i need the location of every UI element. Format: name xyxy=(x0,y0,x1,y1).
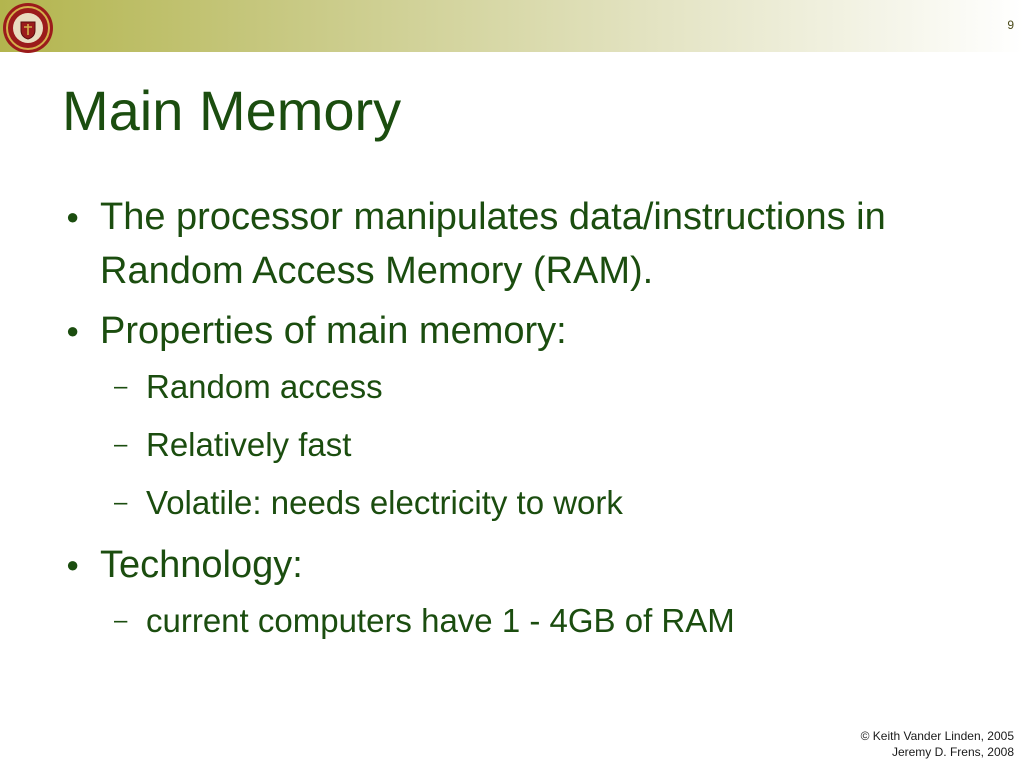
dash-icon: – xyxy=(114,607,128,634)
slide-title: Main Memory xyxy=(62,79,402,142)
sub-bullet-item: – Relatively fast xyxy=(60,422,960,467)
bullet-dot-icon: ● xyxy=(66,552,80,577)
bullet-item: ● Properties of main memory: xyxy=(60,304,960,358)
sub-bullet-text: Volatile: needs electricity to work xyxy=(146,484,623,521)
bullet-item: ● Technology: xyxy=(60,538,960,592)
sub-bullet-text: Random access xyxy=(146,368,383,405)
bullet-text: Properties of main memory: xyxy=(100,310,567,352)
sub-bullet-text: Relatively fast xyxy=(146,426,352,463)
bullet-text: Technology: xyxy=(100,544,303,586)
sub-bullet-item: – Random access xyxy=(60,364,960,409)
header-band xyxy=(0,0,1024,52)
sub-bullet-item: – Volatile: needs electricity to work xyxy=(60,480,960,525)
slide-content: ● The processor manipulates data/instruc… xyxy=(60,190,960,656)
copyright-notice: © Keith Vander Linden, 2005 Jeremy D. Fr… xyxy=(861,728,1014,760)
sub-bullet-item: – current computers have 1 - 4GB of RAM xyxy=(60,598,960,643)
copyright-line: Jeremy D. Frens, 2008 xyxy=(891,745,1014,759)
slide-number: 9 xyxy=(1007,18,1014,32)
sub-bullet-text: current computers have 1 - 4GB of RAM xyxy=(146,602,735,639)
bullet-item: ● The processor manipulates data/instruc… xyxy=(60,190,960,298)
college-seal-icon xyxy=(3,3,53,53)
dash-icon: – xyxy=(114,431,128,458)
dash-icon: – xyxy=(114,489,128,516)
bullet-text: The processor manipulates data/instructi… xyxy=(100,196,886,292)
dash-icon: – xyxy=(114,373,128,400)
bullet-dot-icon: ● xyxy=(66,204,80,229)
copyright-line: © Keith Vander Linden, 2005 xyxy=(860,729,1014,743)
bullet-dot-icon: ● xyxy=(66,318,80,343)
